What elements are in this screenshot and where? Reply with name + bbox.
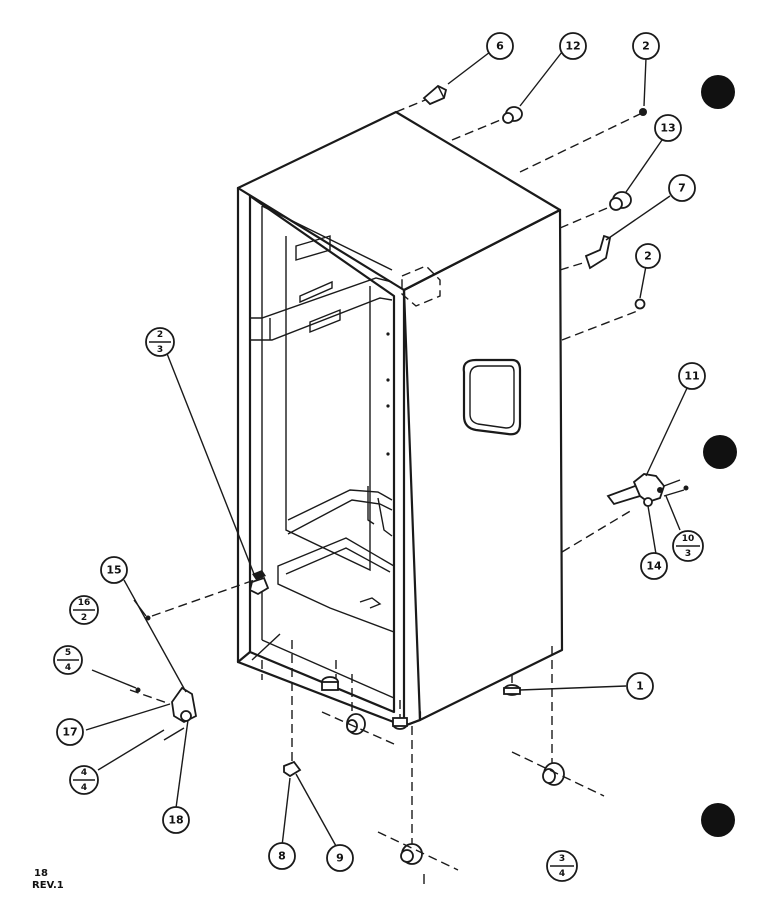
part-6-axle-pin [422, 84, 448, 106]
callout-11-label: 11 [684, 370, 699, 383]
revision-note: 18 REV.1 [32, 868, 64, 891]
side-panel-recess [462, 358, 522, 436]
callout-7: 7 [668, 174, 696, 202]
callout-11: 11 [678, 362, 706, 390]
callout-14-label: 14 [646, 560, 662, 573]
part-leveler-front-left [321, 676, 339, 691]
callout-fraction-10-3-top: 10 [682, 534, 695, 544]
refrigerator-cabinet [236, 110, 564, 728]
callout-fraction-16-2-bottom: 2 [81, 613, 87, 623]
callout-fraction-5-4-top: 5 [65, 648, 71, 658]
callout-fraction-4-4-bottom: 4 [81, 783, 87, 793]
callout-1-label: 1 [636, 680, 644, 693]
part-3-roller-front [321, 711, 395, 745]
callout-fraction-2-3-top: 2 [157, 330, 163, 340]
callout-2-top-label: 2 [642, 40, 650, 53]
callout-18-label: 18 [168, 814, 183, 827]
callout-9: 9 [326, 844, 354, 872]
revision-number: 18 [34, 868, 48, 879]
callout-12-label: 12 [565, 40, 580, 53]
callout-6-label: 6 [496, 40, 504, 53]
callout-18: 18 [162, 806, 190, 834]
part-12-bushing [502, 106, 523, 124]
part-15-17-18-hinge-assembly-left [129, 615, 198, 741]
callout-2-side-label: 2 [644, 250, 652, 263]
callout-pointers [85, 51, 689, 847]
part-2-nut-bottom-left [248, 570, 270, 596]
part-leveler-front-right [392, 717, 408, 730]
callout-17-label: 17 [62, 726, 77, 739]
part-7-hinge-bracket [584, 234, 612, 270]
part-2-screw-top [639, 108, 647, 116]
callout-9-label: 9 [336, 852, 344, 865]
part-3-roller-bottom [377, 831, 459, 884]
part-1-leveler [503, 684, 521, 696]
callout-13: 13 [654, 114, 682, 142]
binder-hole-top [701, 75, 735, 109]
callout-12: 12 [559, 32, 587, 60]
callout-13-label: 13 [660, 122, 675, 135]
callout-fraction-3-4: 3 4 [546, 850, 578, 882]
binder-hole-middle [703, 435, 737, 469]
callout-fraction-16-2: 16 2 [69, 595, 99, 625]
callout-fraction-3-4-top: 3 [559, 854, 565, 864]
part-10-screw [663, 485, 689, 497]
callout-fraction-4-4: 4 4 [69, 765, 99, 795]
callout-2-side: 2 [635, 243, 661, 269]
callout-14: 14 [640, 552, 668, 580]
callout-fraction-3-4-bottom: 4 [559, 869, 565, 879]
part-8-clip [283, 760, 302, 778]
callout-6: 6 [486, 32, 514, 60]
callout-17: 17 [56, 718, 84, 746]
callout-fraction-10-3: 10 3 [672, 530, 704, 562]
leader-lines [151, 97, 641, 846]
callout-fraction-4-4-top: 4 [81, 768, 87, 778]
callout-15-label: 15 [106, 564, 121, 577]
callout-1: 1 [626, 672, 654, 700]
callout-fraction-5-4: 5 4 [53, 645, 83, 675]
callout-fraction-2-3: 2 3 [145, 327, 175, 357]
callout-fraction-2-3-bottom: 3 [157, 345, 163, 355]
part-2-screw-side [634, 298, 646, 310]
revision-label: REV.1 [32, 880, 64, 891]
part-3-roller-rear [511, 751, 605, 797]
binder-hole-bottom [701, 803, 735, 837]
callout-fraction-5-4-bottom: 4 [65, 663, 71, 673]
callout-15: 15 [100, 556, 128, 584]
part-13-bushing [609, 191, 632, 211]
part-11-hinge-assembly [606, 473, 681, 506]
part-14-washer [643, 497, 653, 507]
callout-8-label: 8 [278, 850, 286, 863]
callout-8: 8 [268, 842, 296, 870]
callout-2-top: 2 [632, 32, 660, 60]
callout-7-label: 7 [678, 182, 686, 195]
callout-fraction-10-3-bottom: 3 [685, 549, 691, 559]
callout-fraction-16-2-top: 16 [78, 598, 91, 608]
